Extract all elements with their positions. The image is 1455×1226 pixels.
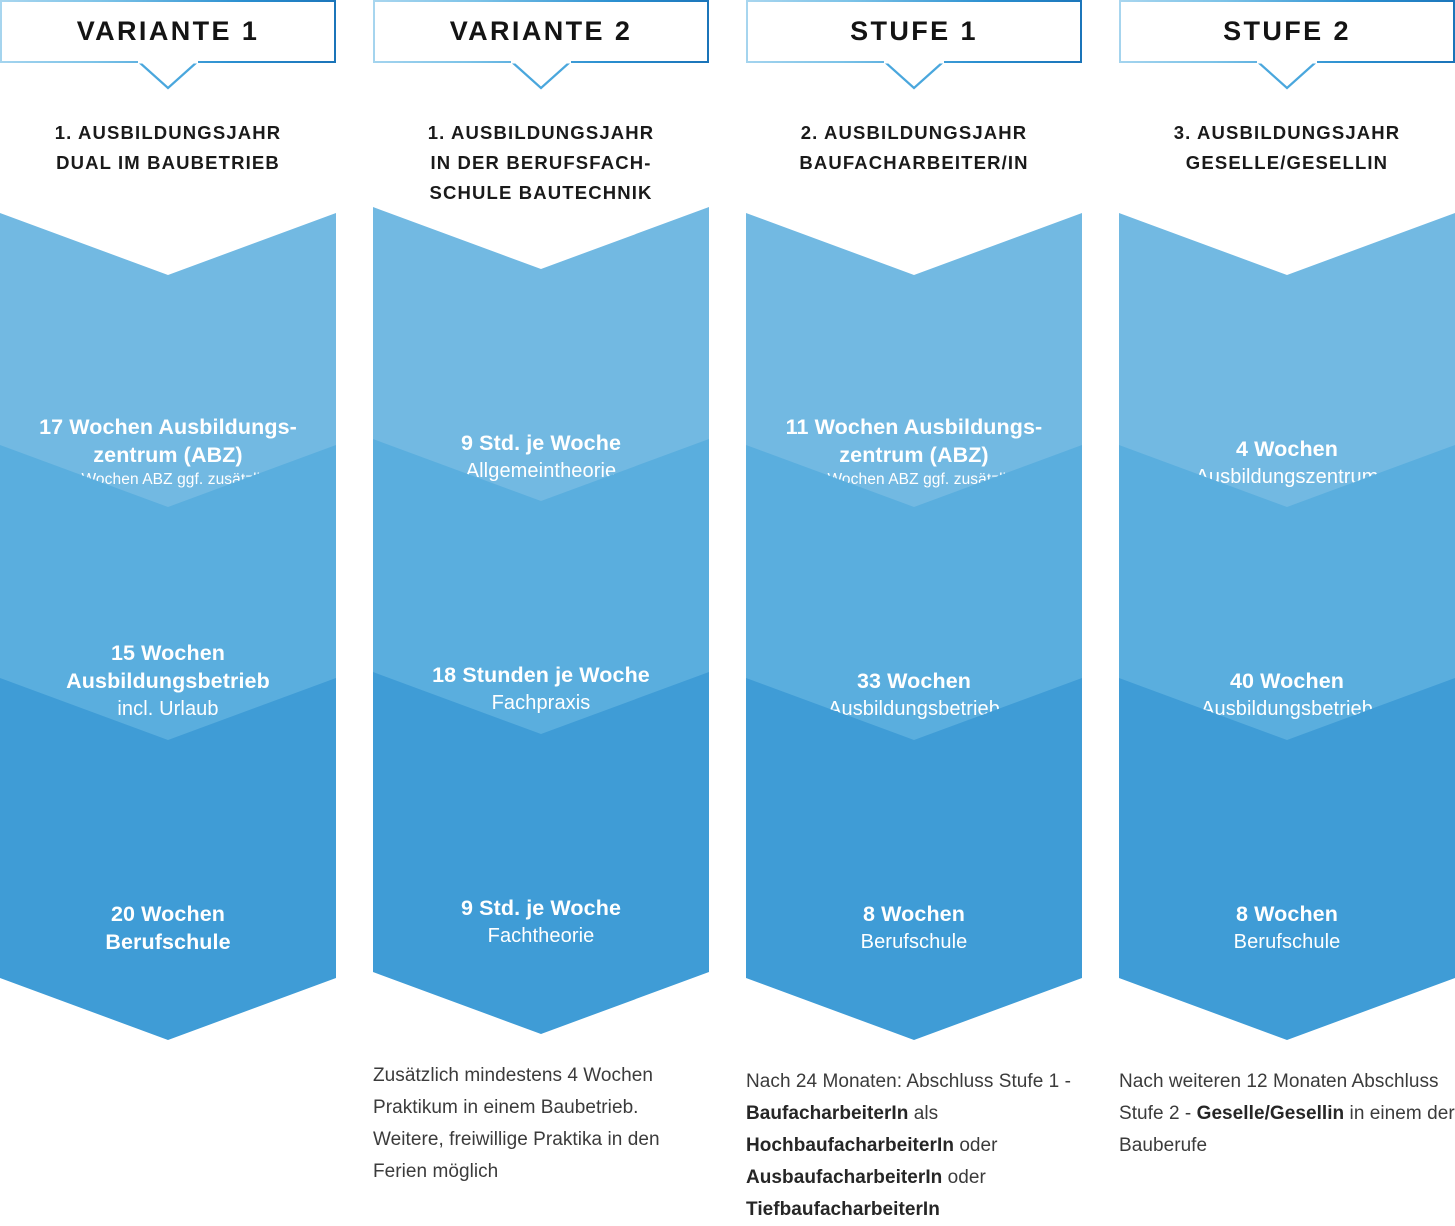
chevron-sub-line: Berufschule — [1233, 931, 1341, 953]
footnote-emphasis: TiefbaufacharbeiterIn — [746, 1199, 940, 1220]
chevron-sub-line: Allgemeintheorie — [465, 460, 617, 482]
chevron-content: 17 Wochen Ausbildungs-zentrum (ABZ) +3 Wo… — [0, 413, 336, 491]
chevron-main-line-2: zentrum (ABZ) — [839, 443, 989, 467]
column-subtitle: 1. AUSBILDUNGSJAHR DUAL IM BAUBETRIEB — [0, 94, 336, 190]
chevron-sub-line: Ausbildungsbetrieb — [1201, 698, 1373, 720]
footnote-emphasis: AusbaufacharbeiterIn — [746, 1167, 943, 1188]
chevron-main-line-2: zentrum (ABZ) — [93, 443, 243, 467]
chevron-main-line: 33 Wochen — [856, 669, 971, 693]
column-footnote: Nach 24 Monaten: Abschluss Stufe 1 - Bau… — [746, 1066, 1082, 1226]
footnote-text: oder — [942, 1167, 986, 1188]
chevron-sub-line: +3 Wochen ABZ ggf. zusätzlich — [59, 471, 277, 488]
column-subtitle-line: 1. AUSBILDUNGSJAHR — [427, 122, 655, 143]
chevron-main-line: 8 Wochen — [1236, 902, 1338, 926]
column-badge-wrap: STUFE 1 — [746, 0, 1082, 94]
column-subtitle-line: DUAL IM BAUBETRIEB — [56, 152, 280, 173]
chevron-main-line: 15 Wochen — [110, 641, 225, 665]
column-badge[interactable]: VARIANTE 2 — [373, 0, 709, 63]
chevron-main-line: 11 Wochen Ausbildungs- — [785, 415, 1043, 439]
chevron-content: 11 Wochen Ausbildungs-zentrum (ABZ) +2 Wo… — [746, 413, 1082, 491]
column-badge[interactable]: STUFE 1 — [746, 0, 1082, 63]
chevron-main-line: 9 Std. je Woche — [461, 896, 621, 920]
column-badge-label: VARIANTE 2 — [449, 16, 633, 46]
chevron-main-line-2: Ausbildungsbetrieb — [66, 669, 270, 693]
chevron-main-line: 18 Stunden je Woche — [432, 663, 650, 687]
chevron-sub-line: Fachtheorie — [487, 925, 595, 947]
chevron-main-line: 20 Wochen — [110, 902, 225, 926]
column-subtitle-line: BAUFACHARBEITER/IN — [799, 152, 1029, 173]
badge-pointer-icon — [1257, 60, 1317, 91]
column-badge-label: STUFE 1 — [850, 16, 978, 46]
footnote-text: Zusätzlich mindestens 4 Wochen Praktikum… — [373, 1065, 660, 1182]
chevron-main-line-2: Berufschule — [105, 930, 231, 954]
pathway-column-1: VARIANTE 1 1. AUSBILDUNGSJAHR DUAL IM BAUB… — [0, 0, 336, 1040]
column-footnote: Zusätzlich mindestens 4 Wochen Praktikum… — [373, 1060, 709, 1188]
chevron-stack: 11 Wochen Ausbildungs-zentrum (ABZ) +2 Wo… — [746, 213, 1082, 1040]
column-subtitle-line: 3. AUSBILDUNGSJAHR — [1173, 122, 1401, 143]
column-subtitle-line: 1. AUSBILDUNGSJAHR — [54, 122, 282, 143]
chevron-main-line: 40 Wochen — [1229, 669, 1344, 693]
pathway-column-3: STUFE 1 2. AUSBILDUNGSJAHR BAUFACHARBEITER… — [746, 0, 1082, 1226]
chevron-main-line: 17 Wochen Ausbildungs- — [39, 415, 297, 439]
column-badge-label: STUFE 2 — [1223, 16, 1351, 46]
chevron-sub-line: Ausbildungszentrum — [1195, 466, 1379, 488]
column-subtitle-line: 2. AUSBILDUNGSJAHR — [800, 122, 1028, 143]
chevron-sub-line: Ausbildungsbetrieb — [828, 698, 1000, 720]
column-subtitle: 3. AUSBILDUNGSJAHR GESELLE/GESELLIN — [1119, 94, 1455, 190]
chevron-main-line: 9 Std. je Woche — [461, 431, 621, 455]
column-footnote: Nach weiteren 12 Monaten Abschluss Stufe… — [1119, 1066, 1455, 1162]
column-subtitle: 2. AUSBILDUNGSJAHR BAUFACHARBEITER/IN — [746, 94, 1082, 190]
column-badge-wrap: VARIANTE 2 — [373, 0, 709, 94]
column-badge-label: VARIANTE 1 — [76, 16, 260, 46]
footnote-text: als — [908, 1103, 939, 1124]
chevron-sub-line: +2 Wochen ABZ ggf. zusätzlich — [805, 471, 1023, 488]
footnote-emphasis: BaufacharbeiterIn — [746, 1103, 909, 1124]
column-badge[interactable]: STUFE 2 — [1119, 0, 1455, 63]
footnote-emphasis: HochbaufacharbeiterIn — [746, 1135, 954, 1156]
chevron-sub-line: Fachpraxis — [491, 692, 591, 714]
column-subtitle-line: GESELLE/GESELLIN — [1185, 152, 1389, 173]
column-subtitle: 1. AUSBILDUNGSJAHR IN DER BERUFSFACH- SCHU… — [373, 94, 709, 208]
column-subtitle-line: SCHULE BAUTECHNIK — [429, 182, 653, 203]
chevron-stack: 17 Wochen Ausbildungs-zentrum (ABZ) +3 Wo… — [0, 213, 336, 1040]
column-badge-wrap: STUFE 2 — [1119, 0, 1455, 94]
pathway-column-4: STUFE 2 3. AUSBILDUNGSJAHR GESELLE/GESELLI… — [1119, 0, 1455, 1162]
chevron-main-line: 8 Wochen — [863, 902, 965, 926]
footnote-emphasis: Geselle/Gesellin — [1196, 1103, 1345, 1124]
column-badge[interactable]: VARIANTE 1 — [0, 0, 336, 63]
chevron-sub-line: incl. Urlaub — [117, 698, 219, 720]
column-badge-wrap: VARIANTE 1 — [0, 0, 336, 94]
badge-pointer-icon — [138, 60, 198, 91]
footnote-text: Nach 24 Monaten: Abschluss Stufe 1 - — [746, 1071, 1071, 1092]
badge-pointer-icon — [884, 60, 944, 91]
column-subtitle-line: IN DER BERUFSFACH- — [430, 152, 652, 173]
chevron-main-line: 4 Wochen — [1236, 437, 1338, 461]
chevron-sub-line: Berufschule — [860, 931, 968, 953]
footnote-text: oder — [953, 1135, 998, 1156]
pathway-column-2: VARIANTE 2 1. AUSBILDUNGSJAHR IN DER BERUF… — [373, 0, 709, 1188]
badge-pointer-icon — [511, 60, 571, 91]
